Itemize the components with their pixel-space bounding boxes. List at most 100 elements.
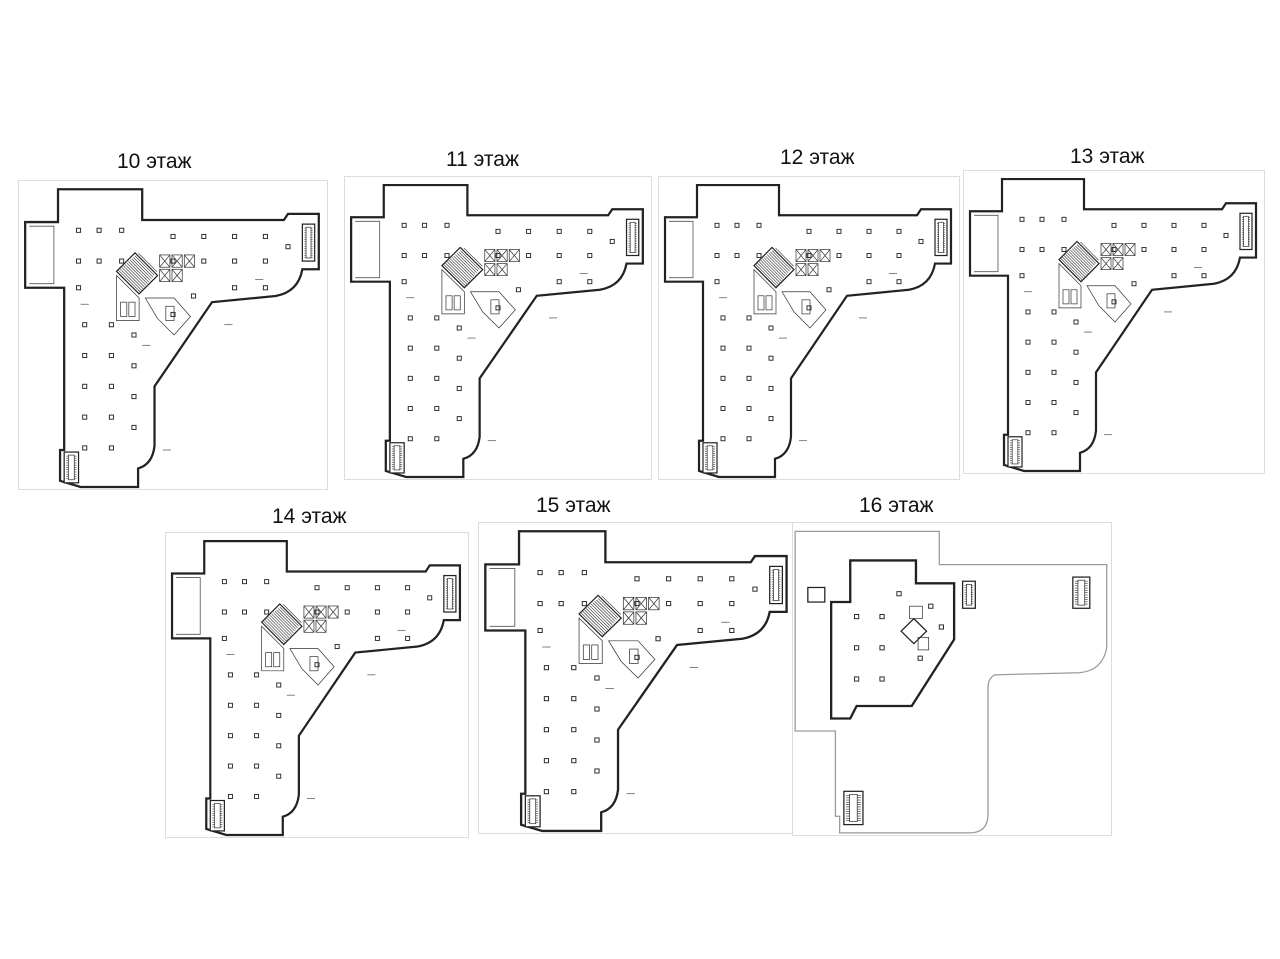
column xyxy=(537,570,543,576)
column xyxy=(227,793,233,799)
column xyxy=(836,253,842,258)
exterior-wall xyxy=(829,559,956,720)
south-stairwell xyxy=(843,790,864,826)
column xyxy=(456,385,462,391)
column xyxy=(543,665,549,671)
central-stair xyxy=(260,603,303,646)
column xyxy=(108,322,114,328)
column xyxy=(1201,247,1207,252)
core-group xyxy=(1058,240,1136,323)
column xyxy=(918,238,924,244)
column xyxy=(262,285,268,291)
column xyxy=(434,406,440,411)
core-group xyxy=(578,594,660,679)
column xyxy=(254,672,260,678)
column xyxy=(556,279,562,285)
floor-plan-svg xyxy=(170,539,462,837)
column xyxy=(634,576,640,582)
column xyxy=(170,311,176,317)
column xyxy=(1051,309,1057,315)
column xyxy=(526,253,532,258)
column xyxy=(76,285,82,291)
column xyxy=(334,644,340,649)
columns xyxy=(1019,216,1229,436)
column xyxy=(434,315,440,321)
floor-title: 15 этаж xyxy=(536,494,611,517)
column xyxy=(1171,247,1177,252)
column xyxy=(866,253,872,258)
column xyxy=(806,253,812,258)
service-rooms xyxy=(1058,262,1132,323)
column xyxy=(456,355,462,361)
column xyxy=(666,576,672,582)
column xyxy=(1073,349,1079,355)
column xyxy=(854,676,860,682)
column xyxy=(543,727,549,733)
central-stair xyxy=(441,246,484,289)
column xyxy=(928,603,934,609)
service-rooms xyxy=(578,617,656,679)
south-stairwell xyxy=(1007,436,1023,468)
column xyxy=(407,345,413,351)
column xyxy=(227,702,233,708)
column xyxy=(587,228,593,234)
column xyxy=(746,345,752,351)
column xyxy=(1223,232,1229,238)
column xyxy=(262,258,268,264)
dimension-marks xyxy=(226,629,406,799)
column xyxy=(558,601,564,607)
column xyxy=(232,233,238,239)
column xyxy=(697,601,703,607)
column xyxy=(1111,247,1117,252)
floor-plan-svg xyxy=(663,183,953,479)
column xyxy=(242,579,247,585)
column xyxy=(221,579,227,585)
column xyxy=(264,609,270,615)
central-stair xyxy=(1058,240,1100,283)
floor-title: 10 этаж xyxy=(117,150,192,173)
elevator-shafts xyxy=(622,597,660,625)
column xyxy=(76,227,82,233)
column xyxy=(407,315,413,321)
floor-plan-drawing xyxy=(18,180,328,490)
column xyxy=(746,406,752,411)
column xyxy=(456,325,462,331)
column xyxy=(768,416,774,422)
column xyxy=(655,636,661,642)
column xyxy=(227,733,233,739)
column xyxy=(285,244,291,250)
core-group xyxy=(753,246,831,329)
exterior-wall xyxy=(24,188,320,489)
column xyxy=(714,222,720,228)
service-rooms xyxy=(753,268,827,329)
exterior-wall xyxy=(968,177,1258,473)
column xyxy=(82,322,88,328)
dimension-marks xyxy=(719,273,897,442)
column xyxy=(917,655,923,661)
column xyxy=(1073,379,1079,385)
column xyxy=(227,763,233,769)
exterior-wall xyxy=(663,183,953,479)
column xyxy=(543,758,549,764)
column xyxy=(938,624,944,630)
floor-plan-svg xyxy=(349,183,644,479)
elevator-shafts xyxy=(303,605,339,633)
column xyxy=(896,253,902,258)
columns xyxy=(76,227,291,451)
floor-plan-svg xyxy=(968,177,1258,473)
south-stairwell xyxy=(389,442,405,474)
column xyxy=(221,635,227,641)
column xyxy=(456,416,462,422)
column xyxy=(422,222,428,228)
column xyxy=(746,436,752,442)
column xyxy=(729,627,735,633)
column xyxy=(866,228,872,234)
column xyxy=(405,635,411,641)
column xyxy=(1019,247,1025,252)
column xyxy=(571,789,577,795)
column xyxy=(746,315,752,321)
column xyxy=(119,227,125,233)
column xyxy=(82,383,88,389)
column xyxy=(879,645,885,651)
east-stairwell xyxy=(1239,212,1253,251)
